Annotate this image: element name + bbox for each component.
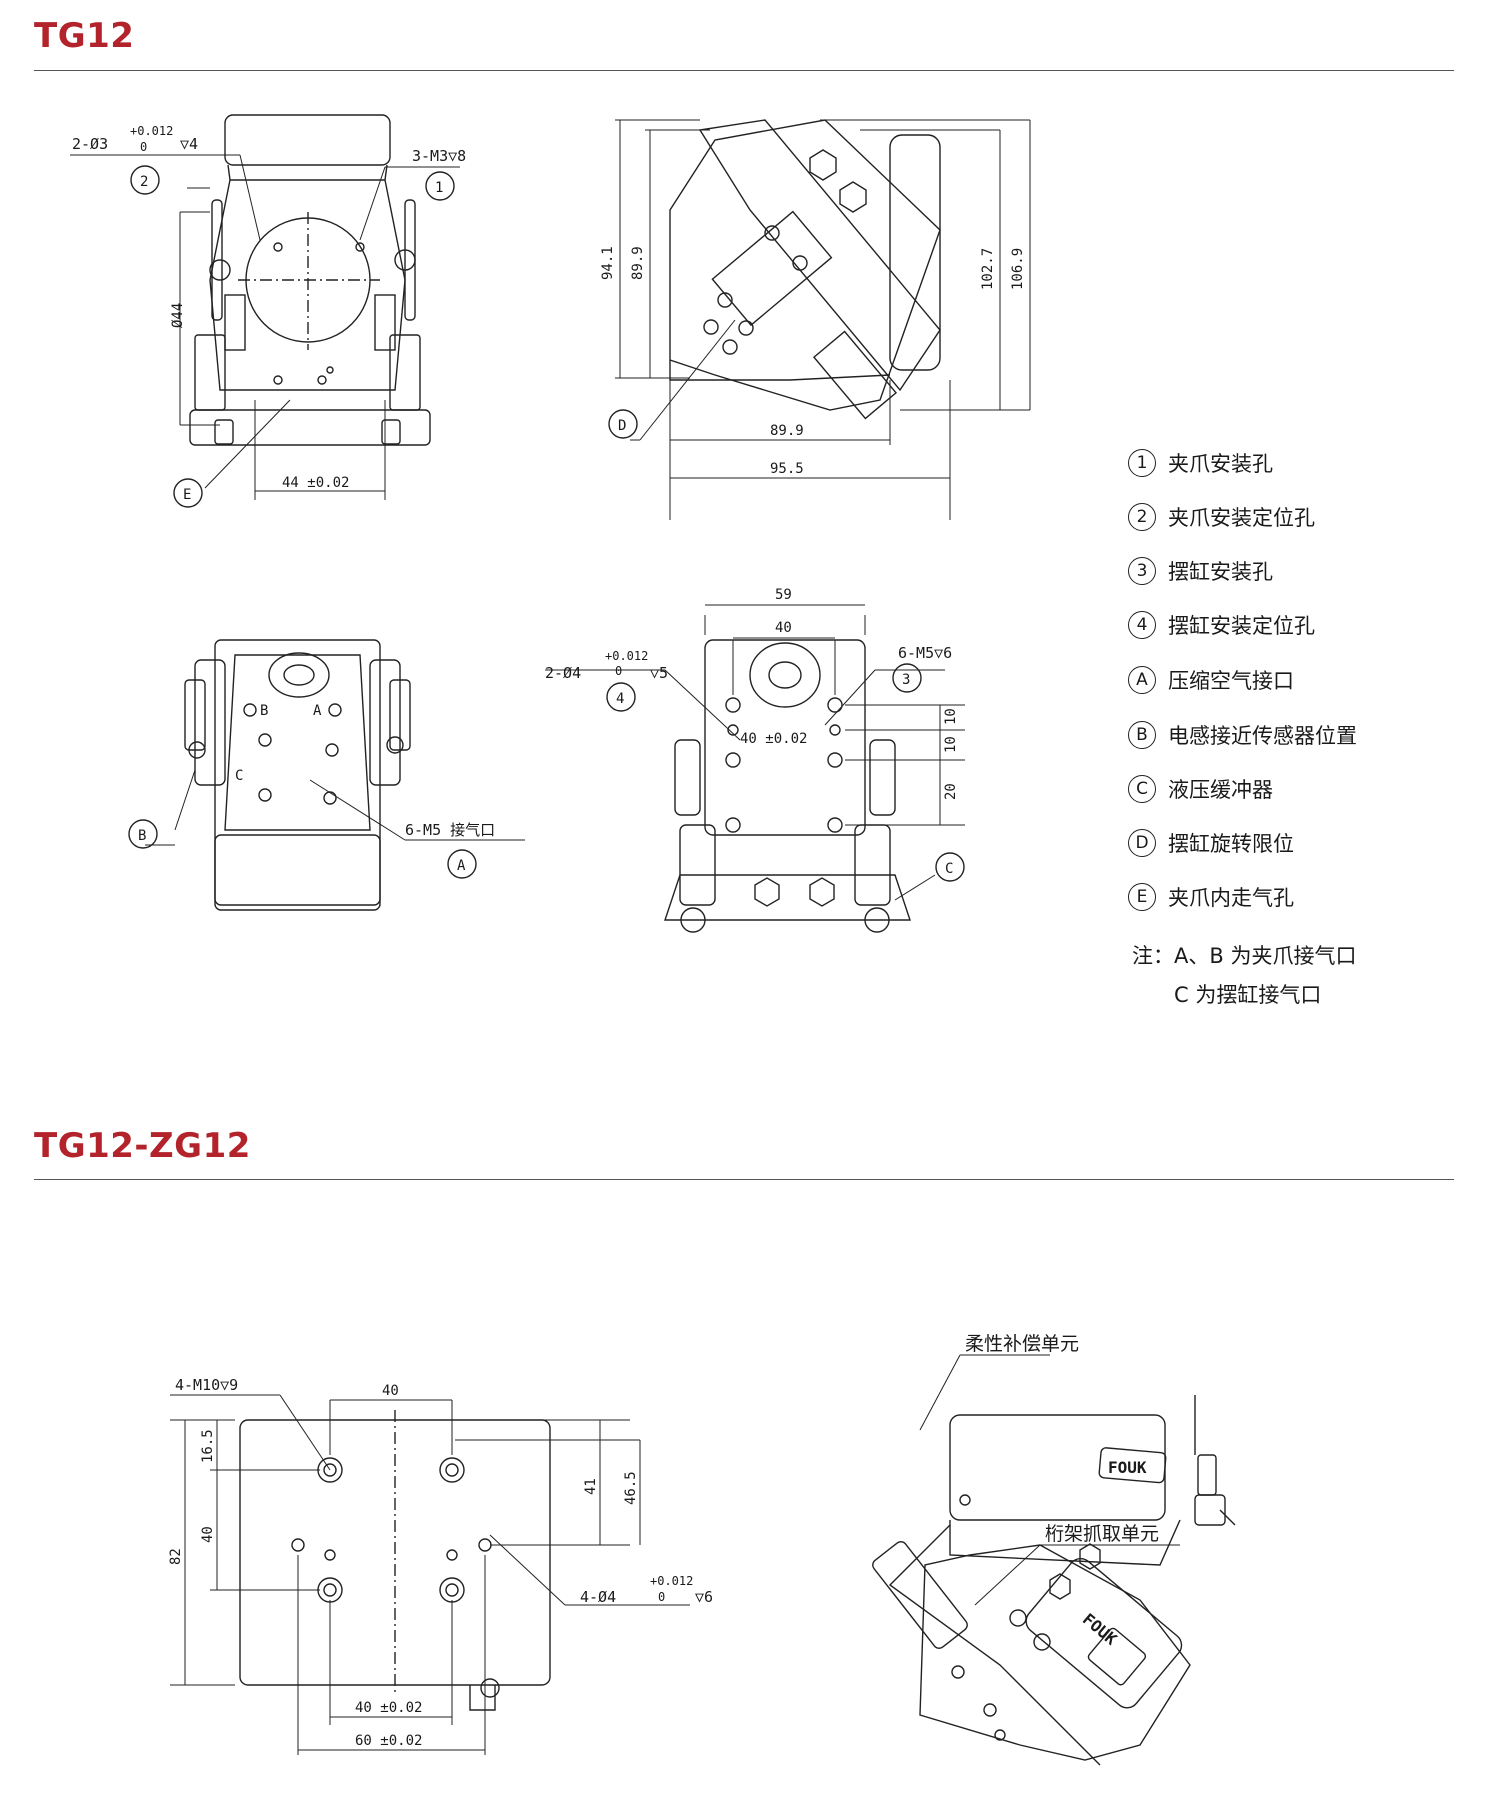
legend-text-e: 夹爪内走气孔 <box>1168 886 1294 910</box>
marker-c: C <box>945 861 953 877</box>
dim-59: 59 <box>775 587 792 603</box>
legend-marker-a: A <box>1128 666 1156 694</box>
legend-text-b: 电感接近传感器位置 <box>1168 724 1357 748</box>
legend-row-e: E 夹爪内走气孔 <box>1128 880 1294 914</box>
legend-row-4: 4 摆缸安装定位孔 <box>1128 608 1315 642</box>
dim-60-pitch: 60 ±0.02 <box>355 1733 422 1749</box>
legend-marker-4: 4 <box>1128 611 1156 639</box>
dim-40-left: 40 <box>200 1526 216 1543</box>
label-thread4: 6-M5▽6 <box>898 644 952 662</box>
label-b1: B <box>260 703 268 719</box>
dim-46-5: 46.5 <box>623 1471 639 1505</box>
legend-marker-1: 1 <box>1128 449 1156 477</box>
legend-row-2: 2 夹爪安装定位孔 <box>1128 500 1315 534</box>
legend-marker-2: 2 <box>1128 503 1156 531</box>
dim-106-9: 106.9 <box>1010 248 1026 290</box>
label-hole4: 2-Ø4 <box>545 664 581 682</box>
label-depth: ▽4 <box>180 135 198 153</box>
drawing-side-view: 94.1 89.9 102.7 106.9 89.9 95.5 D <box>600 119 1031 520</box>
label-tol04: 0 <box>615 664 622 678</box>
legend-row-3: 3 摆缸安装孔 <box>1128 554 1273 588</box>
dim-102-7: 102.7 <box>980 248 996 290</box>
dim-40: 40 <box>775 620 792 636</box>
label-hole5: 4-Ø4 <box>580 1588 616 1606</box>
dim-40-top: 40 <box>382 1383 399 1399</box>
logo-fouk-1: FOUK <box>1108 1458 1147 1477</box>
label-c1: C <box>235 768 243 784</box>
label-a1: A <box>313 703 322 719</box>
label-pitch4: 40 ±0.02 <box>740 731 807 747</box>
legend-marker-b: B <box>1128 721 1156 749</box>
legend-text-4: 摆缸安装定位孔 <box>1168 614 1315 638</box>
marker-d: D <box>618 418 626 434</box>
label-width: 44 ±0.02 <box>282 475 349 491</box>
label-tol05: 0 <box>658 1590 665 1604</box>
dim-41: 41 <box>583 1478 599 1495</box>
dim-94-1: 94.1 <box>600 246 616 280</box>
section-title-tg12-zg12: TG12-ZG12 <box>34 1126 251 1166</box>
legend-row-a: A 压缩空气接口 <box>1128 663 1294 697</box>
dim-16-5: 16.5 <box>200 1429 216 1463</box>
label-flexible-unit: 柔性补偿单元 <box>965 1333 1079 1355</box>
dim-82: 82 <box>168 1548 184 1565</box>
label-tol4: +0.012 <box>605 649 648 663</box>
drawing-front-view: 2-Ø3 +0.012 0 ▽4 3-M3▽8 Ø44 44 ±0.02 2 1… <box>70 114 466 508</box>
legend-note-2: C 为摆缸接气口 <box>1174 983 1322 1007</box>
drawing-plate-view: 4-M10▽9 40 16.5 40 82 41 46.5 +0.012 0 4… <box>168 1376 713 1755</box>
dim-89-9-v: 89.9 <box>630 246 646 280</box>
label-hole: 2-Ø3 <box>72 135 108 153</box>
label-tol5: +0.012 <box>650 1574 693 1588</box>
legend-row-b: B 电感接近传感器位置 <box>1128 718 1357 752</box>
marker-a: A <box>457 858 466 874</box>
label-dia: Ø44 <box>170 303 186 328</box>
legend-marker-c: C <box>1128 775 1156 803</box>
marker-2: 2 <box>140 174 148 190</box>
dim-40-pitch: 40 ±0.02 <box>355 1700 422 1716</box>
legend-text-1: 夹爪安装孔 <box>1168 452 1273 476</box>
label-tol0: 0 <box>140 140 147 154</box>
section-title-tg12: TG12 <box>34 16 135 56</box>
label-tol: +0.012 <box>130 124 173 138</box>
label-thread: 3-M3▽8 <box>412 147 466 165</box>
label-depth5: ▽6 <box>695 1588 713 1606</box>
legend-text-a: 压缩空气接口 <box>1168 669 1294 693</box>
logo-fouk-2: FOUK <box>1079 1609 1121 1649</box>
marker-4: 4 <box>616 691 624 707</box>
legend-row-c: C 液压缓冲器 <box>1128 772 1273 806</box>
section-rule-tg12-zg12 <box>34 1179 1454 1180</box>
legend-text-d: 摆缸旋转限位 <box>1168 832 1294 856</box>
dim-95-5: 95.5 <box>770 461 804 477</box>
label-gantry-unit: 桁架抓取单元 <box>1045 1523 1159 1545</box>
drawing-isometric-assembly: 柔性补偿单元 桁架抓取单元 FOUK FOUK <box>872 1333 1236 1766</box>
dim-20: 20 <box>943 783 959 800</box>
legend-marker-d: D <box>1128 829 1156 857</box>
drawing-bottom-view: B A C 6-M5 接气口 B A <box>128 639 525 911</box>
legend-text-3: 摆缸安装孔 <box>1168 560 1273 584</box>
legend-text-c: 液压缓冲器 <box>1168 778 1273 802</box>
marker-b: B <box>138 828 146 844</box>
marker-e: E <box>183 487 191 503</box>
legend-note-1: 注：A、B 为夹爪接气口 <box>1132 944 1357 968</box>
dim-10-b: 10 <box>943 736 959 753</box>
legend-marker-3: 3 <box>1128 557 1156 585</box>
dim-89-9-h: 89.9 <box>770 423 804 439</box>
legend-row-1: 1 夹爪安装孔 <box>1128 446 1273 480</box>
marker-3: 3 <box>902 672 910 688</box>
marker-1: 1 <box>435 180 443 196</box>
label-thread5: 4-M10▽9 <box>175 1376 238 1394</box>
legend-row-d: D 摆缸旋转限位 <box>1128 826 1294 860</box>
drawing-top-view: 59 40 6-M5▽6 +0.012 0 2-Ø4 ▽5 40 ±0.02 1… <box>545 587 965 933</box>
legend-text-2: 夹爪安装定位孔 <box>1168 506 1315 530</box>
label-port: 6-M5 接气口 <box>405 821 495 839</box>
dim-10-a: 10 <box>943 708 959 725</box>
legend-marker-e: E <box>1128 883 1156 911</box>
label-depth4: ▽5 <box>650 664 668 682</box>
section-rule-tg12 <box>34 70 1454 71</box>
